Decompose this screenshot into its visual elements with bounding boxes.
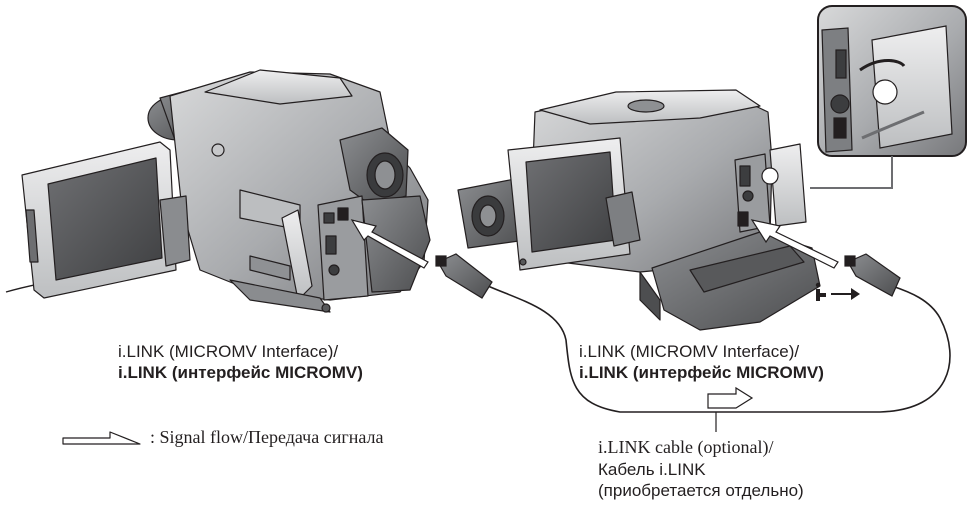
cable-label-ru-note: (приобретается отдельно) (598, 481, 804, 500)
inset-connector-detail (810, 5, 967, 189)
camcorder-right (457, 89, 821, 331)
insert-arrow-right (750, 219, 839, 269)
ilink-symbol (815, 282, 860, 301)
right-port-label-ru: i.LINK (интерфейс MICROMV) (579, 363, 824, 382)
left-port-label-ru: i.LINK (интерфейс MICROMV) (118, 363, 363, 382)
left-port-label-en: i.LINK (MICROMV Interface)/ (118, 342, 339, 361)
camcorder-left (5, 69, 431, 313)
insert-arrow-left (350, 219, 429, 269)
signal-flow-arrow (707, 386, 754, 409)
ilink-plug-left (435, 253, 493, 299)
legend-text: : Signal flow/Передача сигнала (150, 427, 384, 447)
cable-label-en: i.LINK cable (optional)/ (598, 437, 774, 457)
cable-label-ru: Кабель i.LINK (598, 460, 706, 479)
right-port-label-en: i.LINK (MICROMV Interface)/ (579, 342, 800, 361)
ilink-cable (487, 285, 951, 413)
ilink-plug-right (844, 253, 901, 297)
legend-arrow-icon (62, 431, 141, 445)
